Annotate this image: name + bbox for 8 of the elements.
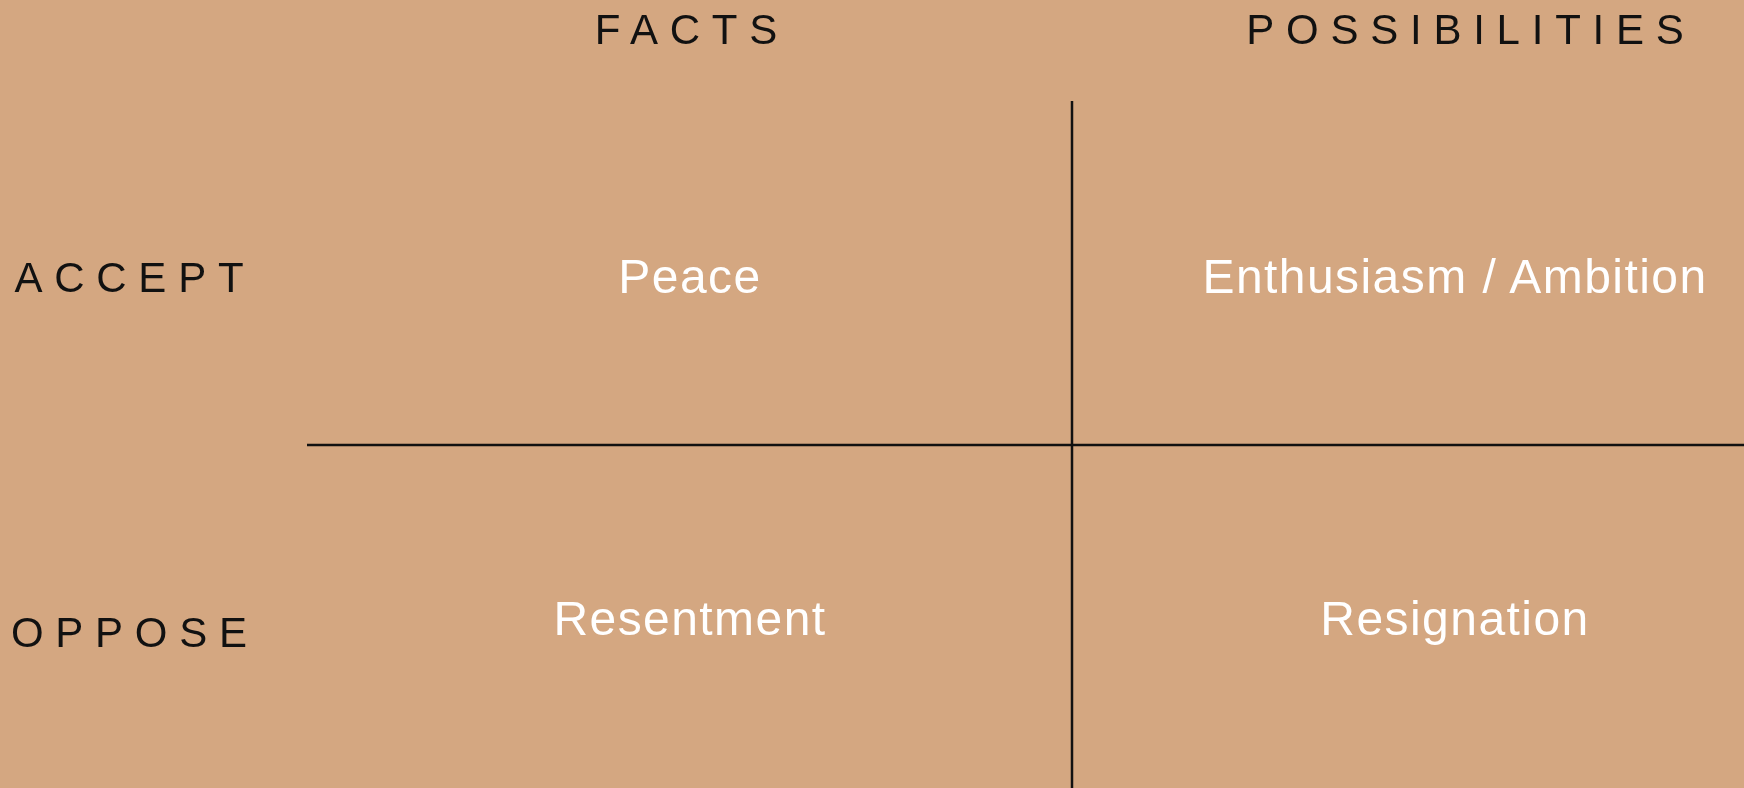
column-header: FACTS	[593, 6, 789, 54]
quadrant-label: Resignation	[1320, 590, 1590, 646]
row-header: OPPOSE	[9, 609, 259, 657]
quadrant-label: Resentment	[553, 590, 827, 646]
quadrant-label: Enthusiasm / Ambition	[1202, 248, 1708, 304]
row-header: ACCEPT	[13, 254, 256, 302]
column-header: POSSIBILITIES	[1245, 6, 1696, 54]
quadrant-label: Peace	[618, 248, 762, 304]
